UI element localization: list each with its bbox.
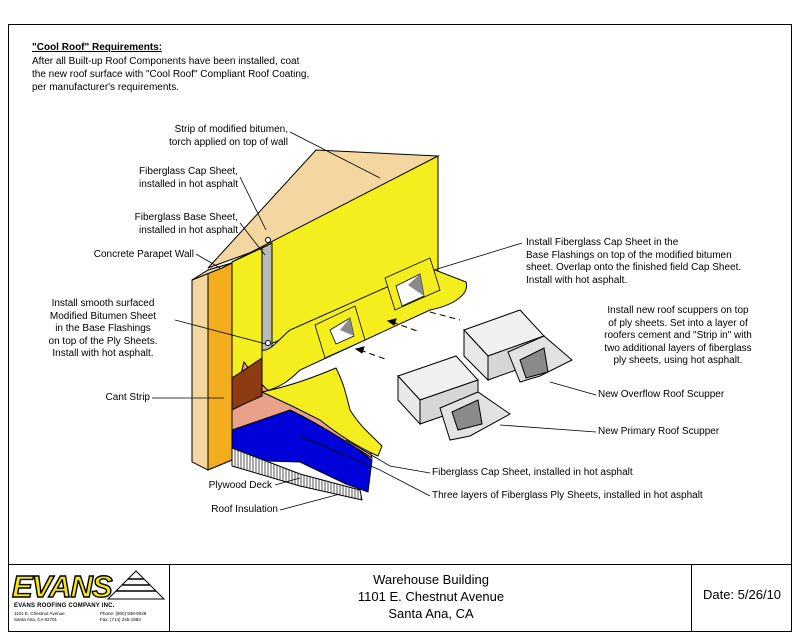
label-concrete-parapet-wall: Concrete Parapet Wall (93, 249, 194, 260)
overflow-scupper (463, 309, 573, 383)
leader-lines (152, 131, 597, 511)
requirements-title: "Cool Roof" Requirements: (32, 42, 163, 53)
label-smooth-modified-bitumen: Install smooth surfaced Modified Bitumen… (48, 298, 158, 359)
fastener (265, 340, 271, 346)
drawing-border (8, 24, 792, 632)
label-primary-scupper: New Primary Roof Scupper (598, 426, 720, 437)
project-city: Santa Ana, CA (388, 606, 474, 621)
logo-pyramid-icon (106, 570, 166, 600)
label-fiberglass-base-sheet: Fiberglass Base Sheet, installed in hot … (134, 212, 238, 236)
company-address: 1101 E. Chestnut Avenue Santa Ana, CA 92… (14, 611, 65, 622)
title-block: EVANS EVANS ROOFING COMPANY INC. 1101 E.… (8, 564, 792, 632)
scupper-opening-shade (408, 274, 424, 296)
label-ply-sheets: Three layers of Fiberglass Ply Sheets, i… (432, 490, 703, 501)
label-modified-bitumen-strip: Strip of modified bitumen, torch applied… (169, 124, 288, 148)
fastener (265, 237, 271, 243)
label-install-cap-sheet: Install Fiberglass Cap Sheet in the Base… (526, 237, 742, 286)
cant-strip (231, 357, 263, 411)
label-fiberglass-cap-sheet: Fiberglass Cap Sheet, installed in hot a… (139, 166, 238, 190)
label-overflow-scupper: New Overflow Roof Scupper (598, 389, 725, 400)
company-phones: Phone: (800) 948-0028 Fax: (714) 245-198… (100, 611, 147, 622)
label-plywood-deck: Plywood Deck (208, 480, 272, 491)
label-install-scuppers: Install new roof scuppers on top of ply … (604, 305, 752, 366)
label-cant-strip: Cant Strip (105, 392, 150, 403)
scupper-opening-shade (340, 318, 354, 336)
roof-detail-drawing (152, 131, 597, 511)
project-address: 1101 E. Chestnut Avenue (357, 589, 505, 604)
plywood-deck (231, 447, 363, 501)
label-roof-insulation: Roof Insulation (211, 504, 278, 515)
field-cap-sheet (260, 367, 383, 457)
requirements-line: per manufacturer's requirements. (32, 82, 179, 93)
requirements-text: After all Built-up Roof Components have … (32, 55, 352, 94)
requirements-line: the new roof surface with "Cool Roof" Co… (32, 69, 310, 80)
drawing-date: Date: 5/26/10 (702, 587, 782, 602)
primary-scupper (397, 355, 511, 441)
project-name: Warehouse Building (373, 572, 489, 587)
parapet-wall-side (207, 262, 233, 471)
date-cell: Date: 5/26/10 (692, 565, 792, 632)
logo-wordmark: EVANS (11, 568, 113, 604)
label-field-cap-sheet: Fiberglass Cap Sheet, installed in hot a… (432, 467, 633, 478)
company-name: EVANS ROOFING COMPANY INC. (14, 603, 115, 609)
requirements-line: After all Built-up Roof Components have … (32, 56, 300, 67)
arrow-overflow (354, 311, 461, 361)
project-info-cell: Warehouse Building 1101 E. Chestnut Aven… (170, 565, 692, 632)
company-logo-cell: EVANS EVANS ROOFING COMPANY INC. 1101 E.… (8, 565, 170, 632)
